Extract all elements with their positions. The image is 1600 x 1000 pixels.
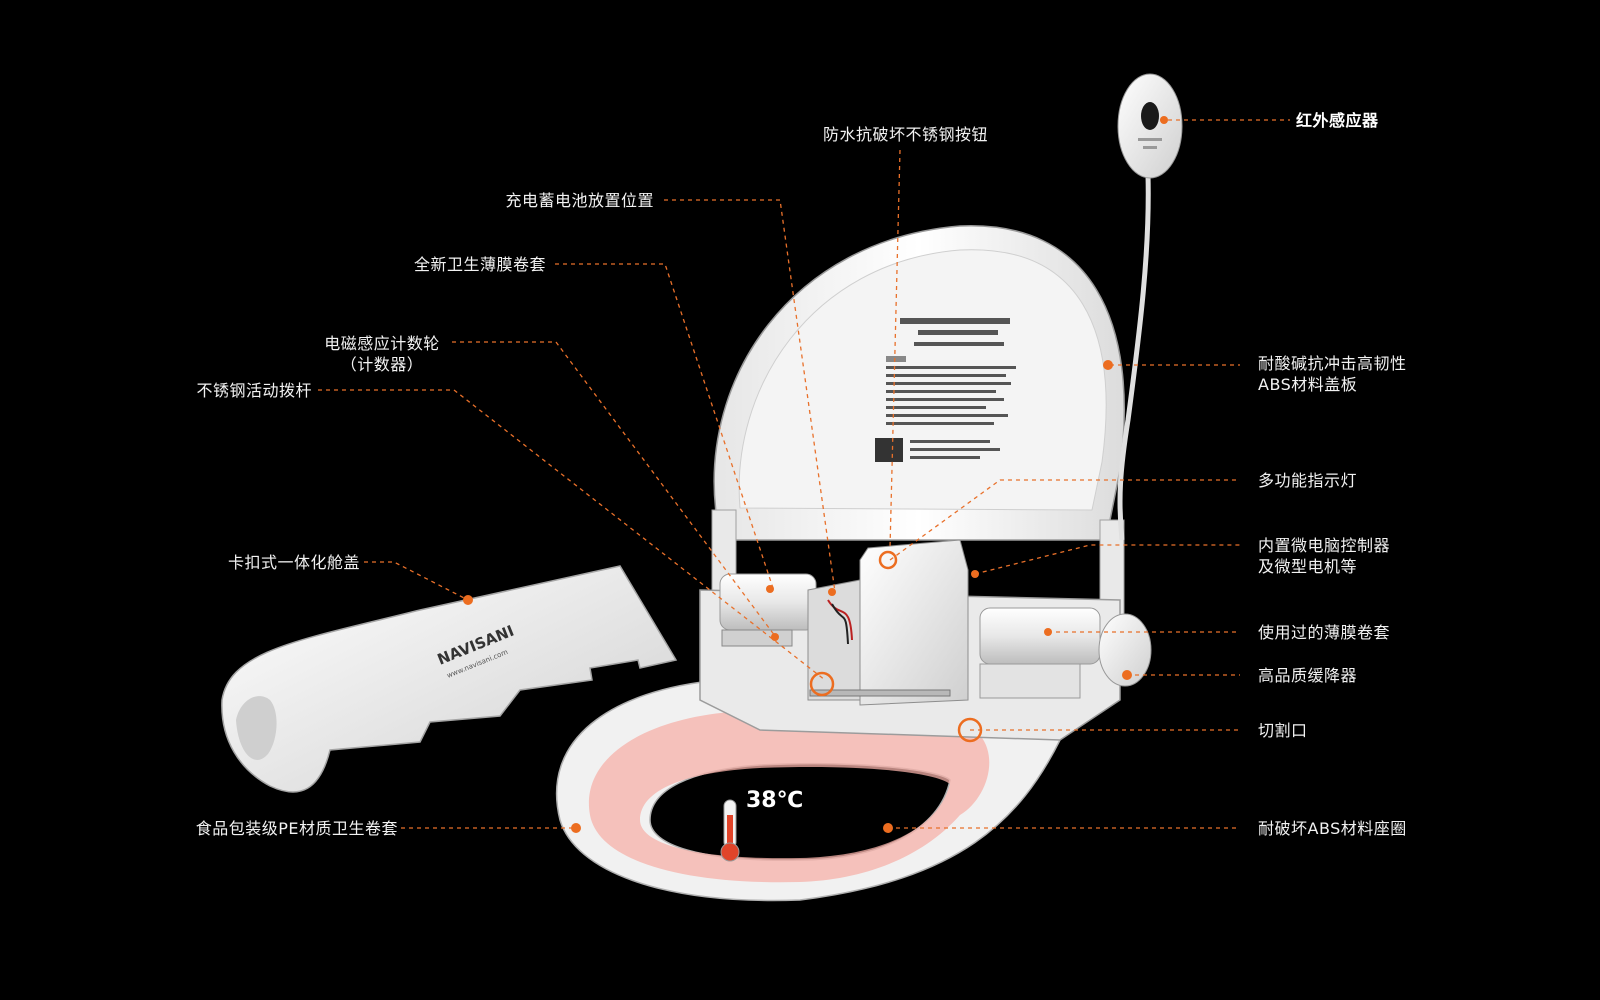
label-counter-wheel: 电磁感应计数轮 （计数器）: [318, 333, 446, 375]
lid-printed-label: [875, 318, 1016, 462]
label-cut-slot: 切割口: [1258, 721, 1308, 740]
label-battery-position: 充电蓄电池放置位置: [505, 191, 654, 210]
label-damper: 高品质缓降器: [1258, 666, 1358, 685]
label-controller: 内置微电脑控制器 及微型电机等: [1258, 535, 1390, 577]
controller-box: [859, 539, 969, 706]
label-lid-line2: ABS材料盖板: [1258, 375, 1358, 394]
sensor-cable: [1117, 174, 1151, 541]
label-indicator-light: 多功能指示灯: [1258, 471, 1358, 490]
label-waterproof-button: 防水抗破坏不锈钢按钮: [823, 125, 989, 144]
snap-cover: [221, 565, 678, 793]
label-controller-line1: 内置微电脑控制器: [1258, 536, 1391, 555]
lid-inner: [738, 249, 1107, 511]
label-controller-line2: 及微型电机等: [1258, 557, 1358, 576]
label-counter-wheel-line1: 电磁感应计数轮: [324, 334, 440, 353]
label-used-film-roll: 使用过的薄膜卷套: [1258, 623, 1391, 642]
label-steel-lever: 不锈钢活动拨杆: [196, 381, 312, 400]
anchor-dots: [463, 116, 1168, 833]
used-film-roll: [979, 607, 1101, 665]
label-counter-wheel-line2: （计数器）: [340, 355, 424, 374]
steel-lever: [809, 689, 951, 697]
temperature-readout: 38℃: [746, 788, 804, 813]
thermometer-icon: [720, 799, 740, 862]
label-infrared-sensor: 红外感应器: [1296, 111, 1379, 130]
label-new-film-roll: 全新卫生薄膜卷套: [413, 255, 546, 274]
label-seat-ring: 耐破坏ABS材料座圈: [1258, 819, 1407, 838]
label-lid-line1: 耐酸碱抗冲击高韧性: [1258, 354, 1407, 373]
label-snap-cover: 卡扣式一体化舱盖: [227, 553, 360, 572]
label-lid: 耐酸碱抗冲击高韧性 ABS材料盖板: [1258, 353, 1407, 395]
heated-zone: [588, 712, 990, 883]
leader-lines: [318, 119, 1290, 829]
label-pe-film: 食品包装级PE材质卫生卷套: [195, 819, 398, 838]
